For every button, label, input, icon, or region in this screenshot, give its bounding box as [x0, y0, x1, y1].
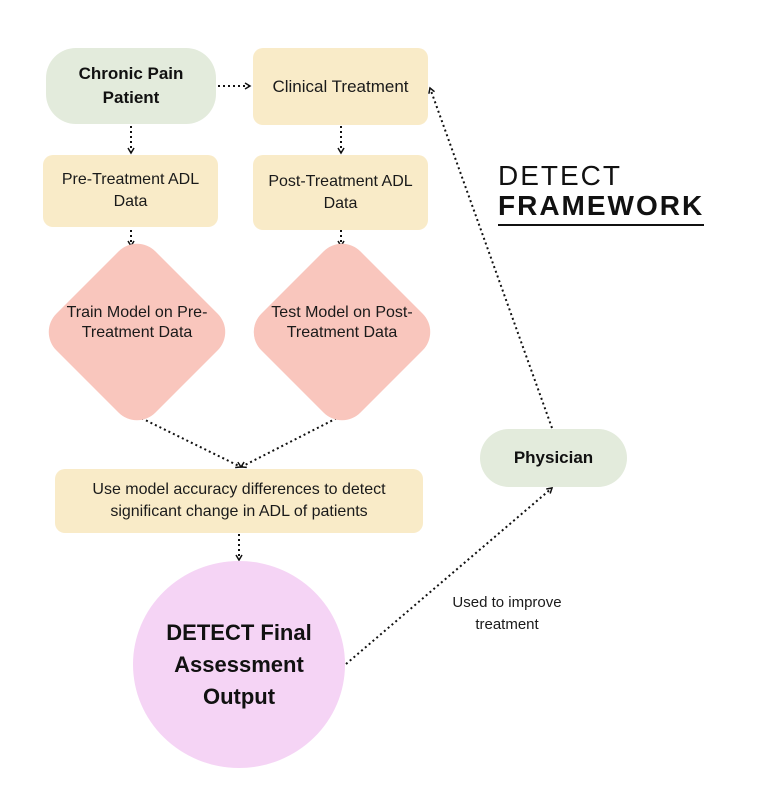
pre-treatment-data-node: Pre-Treatment ADL Data [43, 155, 218, 227]
framework-title-line2: FRAMEWORK [498, 190, 705, 226]
pre-treatment-data-label: Pre-Treatment ADL Data [61, 171, 200, 210]
improve-treatment-label: Used to improve treatment [452, 594, 562, 633]
framework-title-line1: DETECT [498, 160, 622, 191]
post-treatment-data-node: Post-Treatment ADL Data [253, 155, 428, 230]
test-model-label: Test Model on Post-Treatment Data [271, 304, 413, 341]
accuracy-difference-node: Use model accuracy differences to detect… [55, 469, 423, 533]
arrow-test-to-accuracy [239, 415, 342, 469]
arrow-output-to-physician [345, 487, 554, 665]
arrow-train-to-accuracy [136, 415, 243, 469]
post-treatment-data-label: Post-Treatment ADL Data [268, 172, 413, 212]
chronic-pain-patient-node: Chronic Pain Patient [46, 48, 216, 124]
clinical-treatment-node: Clinical Treatment [253, 48, 428, 125]
chronic-pain-patient-label: Chronic Pain Patient [78, 64, 184, 107]
physician-label: Physician [513, 448, 594, 467]
final-assessment-output-label: DETECT Final Assessment Output [166, 619, 312, 709]
accuracy-difference-label: Use model accuracy differences to detect… [92, 481, 386, 520]
final-assessment-output-node: DETECT Final Assessment Output [133, 561, 345, 768]
arrow-physician-to-treatment [428, 86, 553, 429]
clinical-treatment-label: Clinical Treatment [272, 76, 409, 96]
train-model-label: Train Model on Pre-Treatment Data [66, 304, 208, 341]
physician-node: Physician [480, 429, 627, 487]
